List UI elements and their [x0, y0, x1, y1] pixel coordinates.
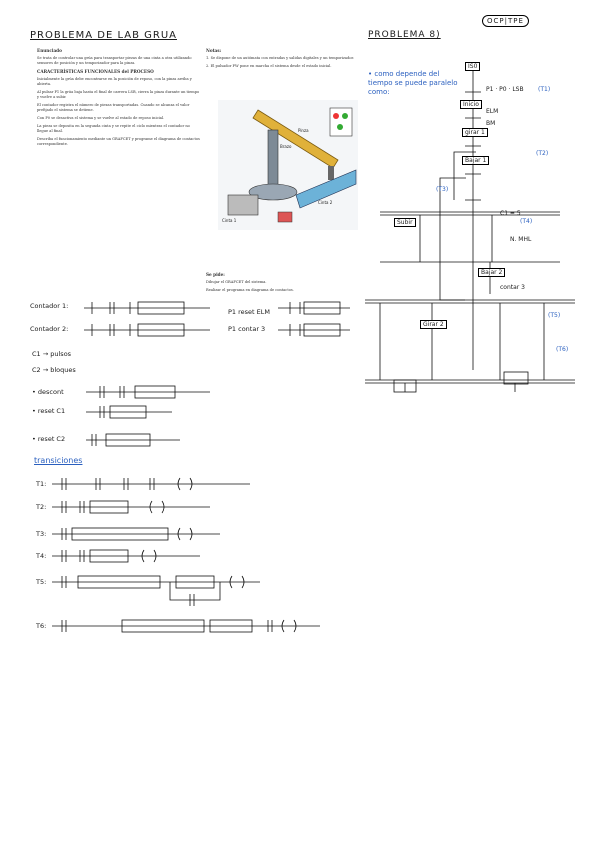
reset-c1-label: • reset C1 — [32, 407, 65, 415]
grafcet-tag: (T2) — [536, 150, 548, 157]
printed-heading: Enunciado — [37, 48, 202, 53]
figure-label: Cinta 2 — [318, 200, 332, 205]
page-title: PROBLEMA DE LAB GRUA — [30, 30, 177, 41]
printed-note: 1. Se dispone de un autómata con entrada… — [206, 56, 356, 61]
footer-line: Dibujar el GRAFCET del sistema. — [206, 280, 356, 285]
printed-paragraph: Describa el funcionamiento mediante un G… — [37, 137, 202, 147]
printed-footer: Se pide: Dibujar el GRAFCET del sistema.… — [206, 272, 356, 296]
printed-paragraph: Al pulsar P1 la grúa baja hasta el final… — [37, 90, 202, 100]
grafcet-tag: (T1) — [538, 86, 550, 93]
figure-label: Pinza — [298, 128, 309, 133]
p1-reset-label: P1 reset ELM — [228, 308, 270, 316]
grafcet-tag: (T3) — [436, 186, 448, 193]
printed-paragraph: La pieza se deposita en la segunda cinta… — [37, 124, 202, 134]
ladder-row-label: T3: — [36, 530, 46, 538]
grafcet-label: contar 3 — [500, 284, 525, 291]
grafcet-note: • como depende del tiempo se puede paral… — [368, 70, 458, 97]
grafcet-label: BM — [486, 120, 495, 127]
printed-text-left: Enunciado Se trata de controlar una grúa… — [37, 48, 202, 150]
code-badge: OCP|TPE — [482, 15, 529, 27]
grafcet-tag: (T5) — [548, 312, 560, 319]
footer-line: Realizar el programa en diagrama de cont… — [206, 288, 356, 293]
grafcet-step: IS0 — [465, 62, 480, 71]
grafcet-tag: (T4) — [520, 218, 532, 225]
grafcet-step: Bajar 2 — [478, 268, 505, 277]
printed-subheading: CARACTERÍSTICAS FUNCIONALES del PROCESO — [37, 69, 202, 74]
counter2-label: Contador 2: — [30, 325, 68, 333]
figure-label: Cinta 1 — [222, 218, 236, 223]
reset-c2-label: • reset C2 — [32, 435, 65, 443]
printed-paragraph: El contador registra el número de piezas… — [37, 103, 202, 113]
ladder-row-label: T6: — [36, 622, 46, 630]
transitions-heading: transiciones — [34, 456, 82, 465]
ladder-row-label: T5: — [36, 578, 46, 586]
grafcet-label: P1 · P0 · LSB — [486, 86, 524, 93]
ladder-row-label: T1: — [36, 480, 46, 488]
ladder-row-label: T2: — [36, 503, 46, 511]
descon-label: • descont — [32, 388, 64, 396]
footer-title: Se pide: — [206, 272, 356, 277]
grafcet-note-text: • como depende del tiempo se puede paral… — [368, 70, 458, 96]
c2-note: C2 → bloques — [32, 366, 76, 374]
printed-paragraph: Se trata de controlar una grúa para tran… — [37, 56, 202, 66]
printed-notes-title: Notas: — [206, 48, 356, 53]
grafcet-label: C1 = 5 — [500, 210, 521, 217]
printed-note: 2. El pulsador PW pone en marcha el sist… — [206, 64, 356, 69]
grafcet-step: Bajar 1 — [462, 156, 489, 165]
grafcet-label: ELM — [486, 108, 498, 115]
section-title-right: PROBLEMA 8) — [368, 30, 441, 40]
grafcet-step: Girar 2 — [420, 320, 447, 329]
grafcet-step: girar 1 — [462, 128, 488, 137]
c1-note: C1 → pulsos — [32, 350, 71, 358]
figure-label: Brazo — [280, 144, 291, 149]
grafcet-tag: (T6) — [556, 346, 568, 353]
counter1-label: Contador 1: — [30, 302, 68, 310]
grafcet-label: N. MHL — [510, 236, 531, 243]
printed-text-right: Notas: 1. Se dispone de un autómata con … — [206, 48, 356, 72]
grafcet-step: Inicio — [460, 100, 482, 109]
printed-paragraph: Con P0 se desactiva el sistema y se vuel… — [37, 116, 202, 121]
grafcet-step: Subir — [394, 218, 416, 227]
p1-contar-label: P1 contar 3 — [228, 325, 265, 333]
crane-figure: Pinza Cinta 1 Cinta 2 Brazo — [218, 100, 358, 230]
ladder-row-label: T4: — [36, 552, 46, 560]
printed-paragraph: Inicialmente la grúa debe encontrarse en… — [37, 77, 202, 87]
